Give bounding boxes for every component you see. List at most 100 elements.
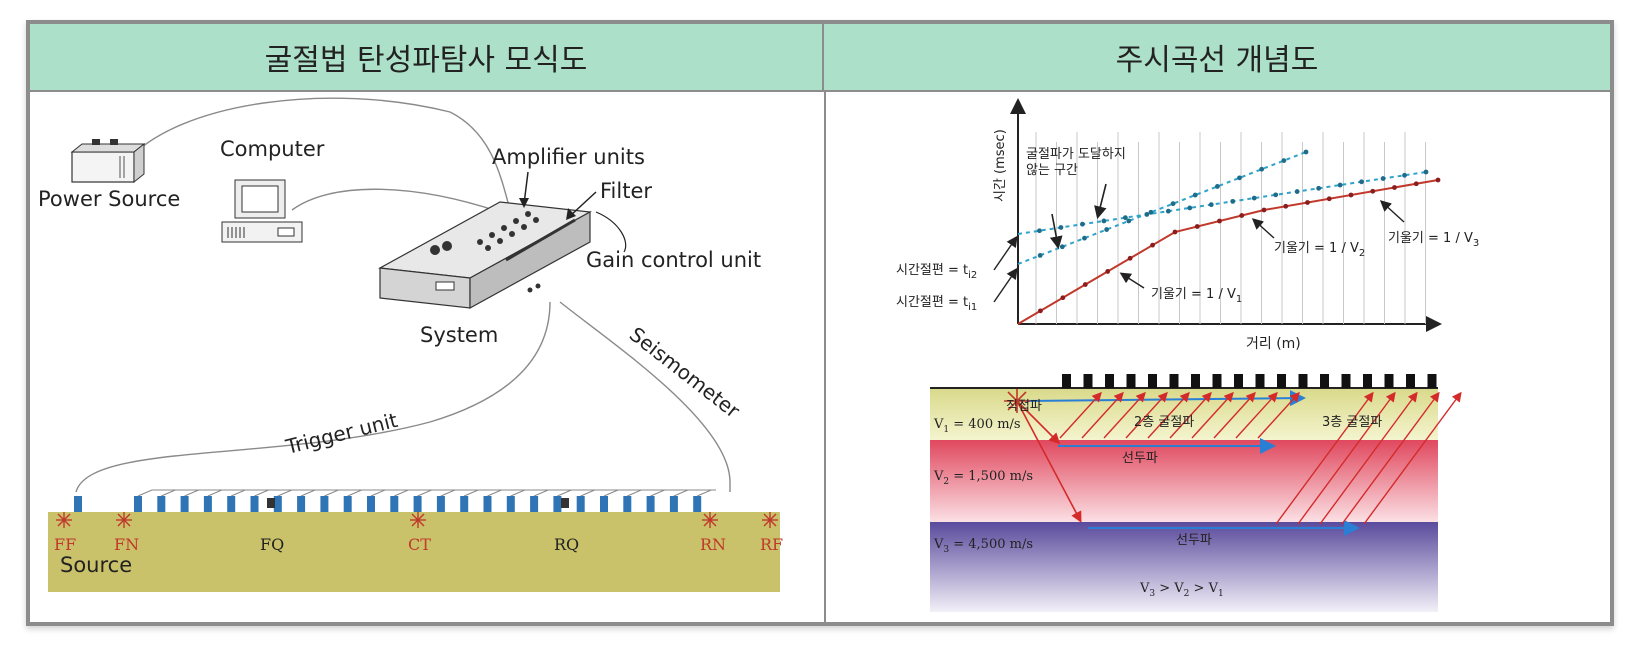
geophone [227,496,236,512]
chart-point [1126,218,1132,224]
chart-point [1230,198,1236,204]
cables [75,97,731,493]
chart-point [1165,208,1171,214]
chart-point [1105,269,1111,274]
computer-icon [221,179,303,243]
geophone [553,496,562,512]
chart-point [1150,242,1155,248]
ground-layer [48,512,780,592]
geophone [576,496,585,512]
seismometer-label: Seismometer [625,322,745,423]
chart-point [1326,196,1332,202]
chart-point [1148,209,1154,215]
geophone [483,496,492,512]
shot-label: RN [700,535,726,554]
chart-point [1060,295,1066,301]
chart-point [1305,200,1310,205]
chart-ylabel: 시간 (msec) [993,129,1008,202]
slope-v3-label: 기울기 = 1 / V3 [1388,231,1479,249]
system-label: System [420,323,498,347]
layer-3 [930,522,1438,612]
source-label: Source [60,553,132,577]
geophone [506,496,515,512]
geophone [460,496,469,512]
intercept-t2-label: 시간절편 = ti2 [896,263,977,281]
slope-v2-label: 기울기 = 1 / V2 [1274,241,1365,259]
v1-label: V1 = 400 m/s [933,417,1021,435]
trigger-unit-label: Trigger unit [282,408,400,459]
section-geophone [1406,374,1415,388]
section-geophone [1169,374,1179,388]
hammer-icon [267,498,275,508]
chart-point [1294,189,1300,194]
shot-star-icon [762,512,778,528]
section-geophone [1384,374,1394,388]
chart-point [1392,185,1397,190]
gain-control-label: Gain control unit [586,248,761,272]
chart-point [1281,158,1287,164]
section-geophones [1062,374,1437,388]
geophone [250,496,259,512]
section-geophone [1298,374,1308,388]
chart-point [1037,228,1042,234]
chart-point [1348,192,1354,198]
chart-point [1303,149,1309,155]
geophone-array [74,489,716,512]
chart-point [1101,218,1107,224]
shot-star-icon [410,512,426,528]
chart-point [1259,166,1265,172]
geophone [530,496,539,512]
geophone [623,496,632,512]
section-geophone [1191,374,1200,388]
right-panel-title: 주시곡선 개념도 [824,24,1610,92]
head-wave-2-label: 선두파 [1176,533,1212,548]
velocity-relation-label: V3 > V2 > V1 [1139,581,1224,599]
geophone [320,496,329,512]
layer-1 [930,388,1438,440]
chart-point [1208,202,1214,208]
shot-label: CT [408,535,431,554]
shot-label: RQ [554,535,579,554]
section-geophone [1363,374,1372,388]
geophone [134,496,142,512]
panel-divider [824,92,826,622]
shot-label: FQ [260,535,284,554]
chart-point [1359,179,1364,185]
chart-point [1413,181,1419,187]
geophone [297,496,306,512]
chart-point [1217,218,1222,224]
chart-point [1194,224,1200,229]
section-geophone [1255,374,1265,388]
shot-star-icon [56,512,72,528]
refraction-2-label: 2층 굴절파 [1134,415,1194,430]
chart-point [1435,177,1441,183]
chart-xlabel: 거리 (m) [1246,336,1301,352]
geophone [203,496,212,512]
filter-label: Filter [600,179,652,203]
chart-point [1059,244,1065,250]
geophone [436,496,445,512]
slope-v1-label: 기울기 = 1 / V1 [1151,287,1242,305]
chart-point [1127,255,1133,261]
amplifier-label: Amplifier units [492,145,645,169]
section-geophone [1320,374,1329,388]
head-wave-1-label: 선두파 [1122,451,1158,466]
chart-point [1423,169,1429,175]
section-source-icon [1004,389,1030,413]
power-source-icon [70,139,146,184]
left-panel-title: 굴절법 탄성파탐사 모식도 [30,24,824,92]
refraction-line-3 [1017,171,1427,235]
chart-point [1172,229,1178,235]
chart-point [1170,201,1176,207]
section-geophone [1126,374,1136,388]
refraction-line-2 [1017,151,1307,265]
chart-point [1082,282,1088,287]
shot-label: RF [760,535,783,554]
intercept-t1-label: 시간절편 = ti1 [896,295,977,313]
geophone [157,496,166,512]
chart-point [1380,176,1386,181]
annotation-line1: 굴절파가 도달하지 [1026,147,1126,162]
geophone [367,496,375,512]
annotation-line2: 않는 구간 [1026,163,1078,178]
